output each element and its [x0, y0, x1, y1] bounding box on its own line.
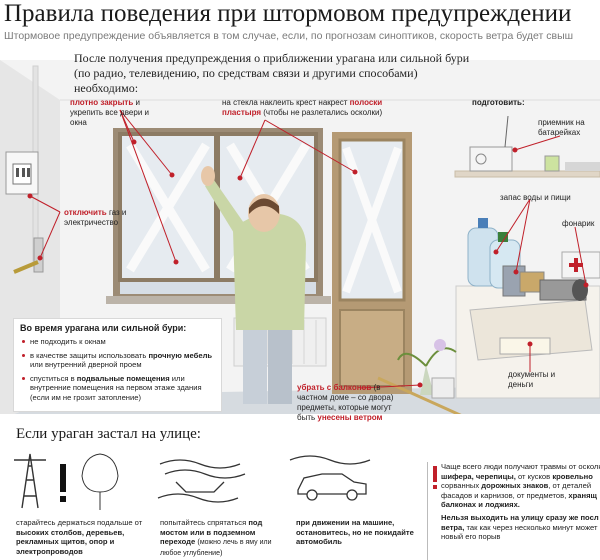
callout-tape-windows: на стекла наклеить крест накрест полоски… — [222, 98, 383, 117]
callout-gas: отключить газ и электричество — [64, 208, 127, 227]
warning-icon-dot — [433, 485, 437, 489]
wind-icon — [289, 455, 371, 465]
electric-panel-icon — [5, 151, 39, 195]
during-storm-panel: Во время урагана или сильной бури: не по… — [13, 318, 222, 412]
person-figure — [201, 166, 306, 404]
power-pole-icon — [14, 453, 46, 509]
street-tip-car: при движении на машине, остановитесь, но… — [296, 518, 414, 547]
room-illustration — [0, 60, 600, 414]
warning-icon — [60, 464, 66, 502]
tree-icon — [81, 453, 119, 510]
warning-text: Чаще всего люди получают травмы от оскол… — [441, 462, 600, 542]
warning-icon — [433, 466, 437, 482]
flashlight-icon — [539, 279, 588, 301]
page-subtitle: Штормовое предупреждение объявляется в т… — [4, 30, 574, 42]
plant-icon — [397, 339, 457, 399]
callout-prepare: подготовить: — [472, 98, 525, 107]
intro-text: После получения предупреждения о приближ… — [74, 51, 470, 95]
street-illustrations — [14, 453, 371, 510]
callout-radio: приемник на батарейках — [538, 118, 585, 137]
list-item: спуститься в подвальные помещения или вн… — [22, 374, 221, 403]
callout-close-doors: плотно закрыть и укрепить все двери и ок… — [70, 98, 149, 127]
callout-flashlight: фонарик — [562, 219, 595, 228]
street-section-title: Если ураган застал на улице: — [16, 426, 201, 442]
balcony-door — [332, 132, 412, 394]
car-icon — [297, 473, 367, 501]
callout-water: запас воды и пищи — [500, 193, 571, 202]
warning-box — [427, 462, 600, 560]
street-tip-poles: старайтесь держаться подальше от высоких… — [16, 518, 143, 556]
callout-balcony: убрать с балконов (в частном доме – со д… — [297, 383, 394, 422]
page-title: Правила поведения при штормовом предупре… — [4, 0, 572, 27]
gas-valve-icon — [13, 237, 44, 274]
list-item: не подходить к окнам — [22, 337, 221, 347]
radio-icon — [469, 115, 513, 172]
list-item: в качестве защиты использовать прочную м… — [22, 351, 221, 370]
during-storm-title: Во время урагана или сильной бури: — [20, 323, 187, 333]
callout-documents: документы и деньги — [508, 370, 556, 389]
street-tip-bridge: попытайтесь спрятаться под мостом или в … — [160, 518, 272, 557]
wind-icon — [157, 459, 246, 503]
pointer-lines — [27, 109, 589, 389]
